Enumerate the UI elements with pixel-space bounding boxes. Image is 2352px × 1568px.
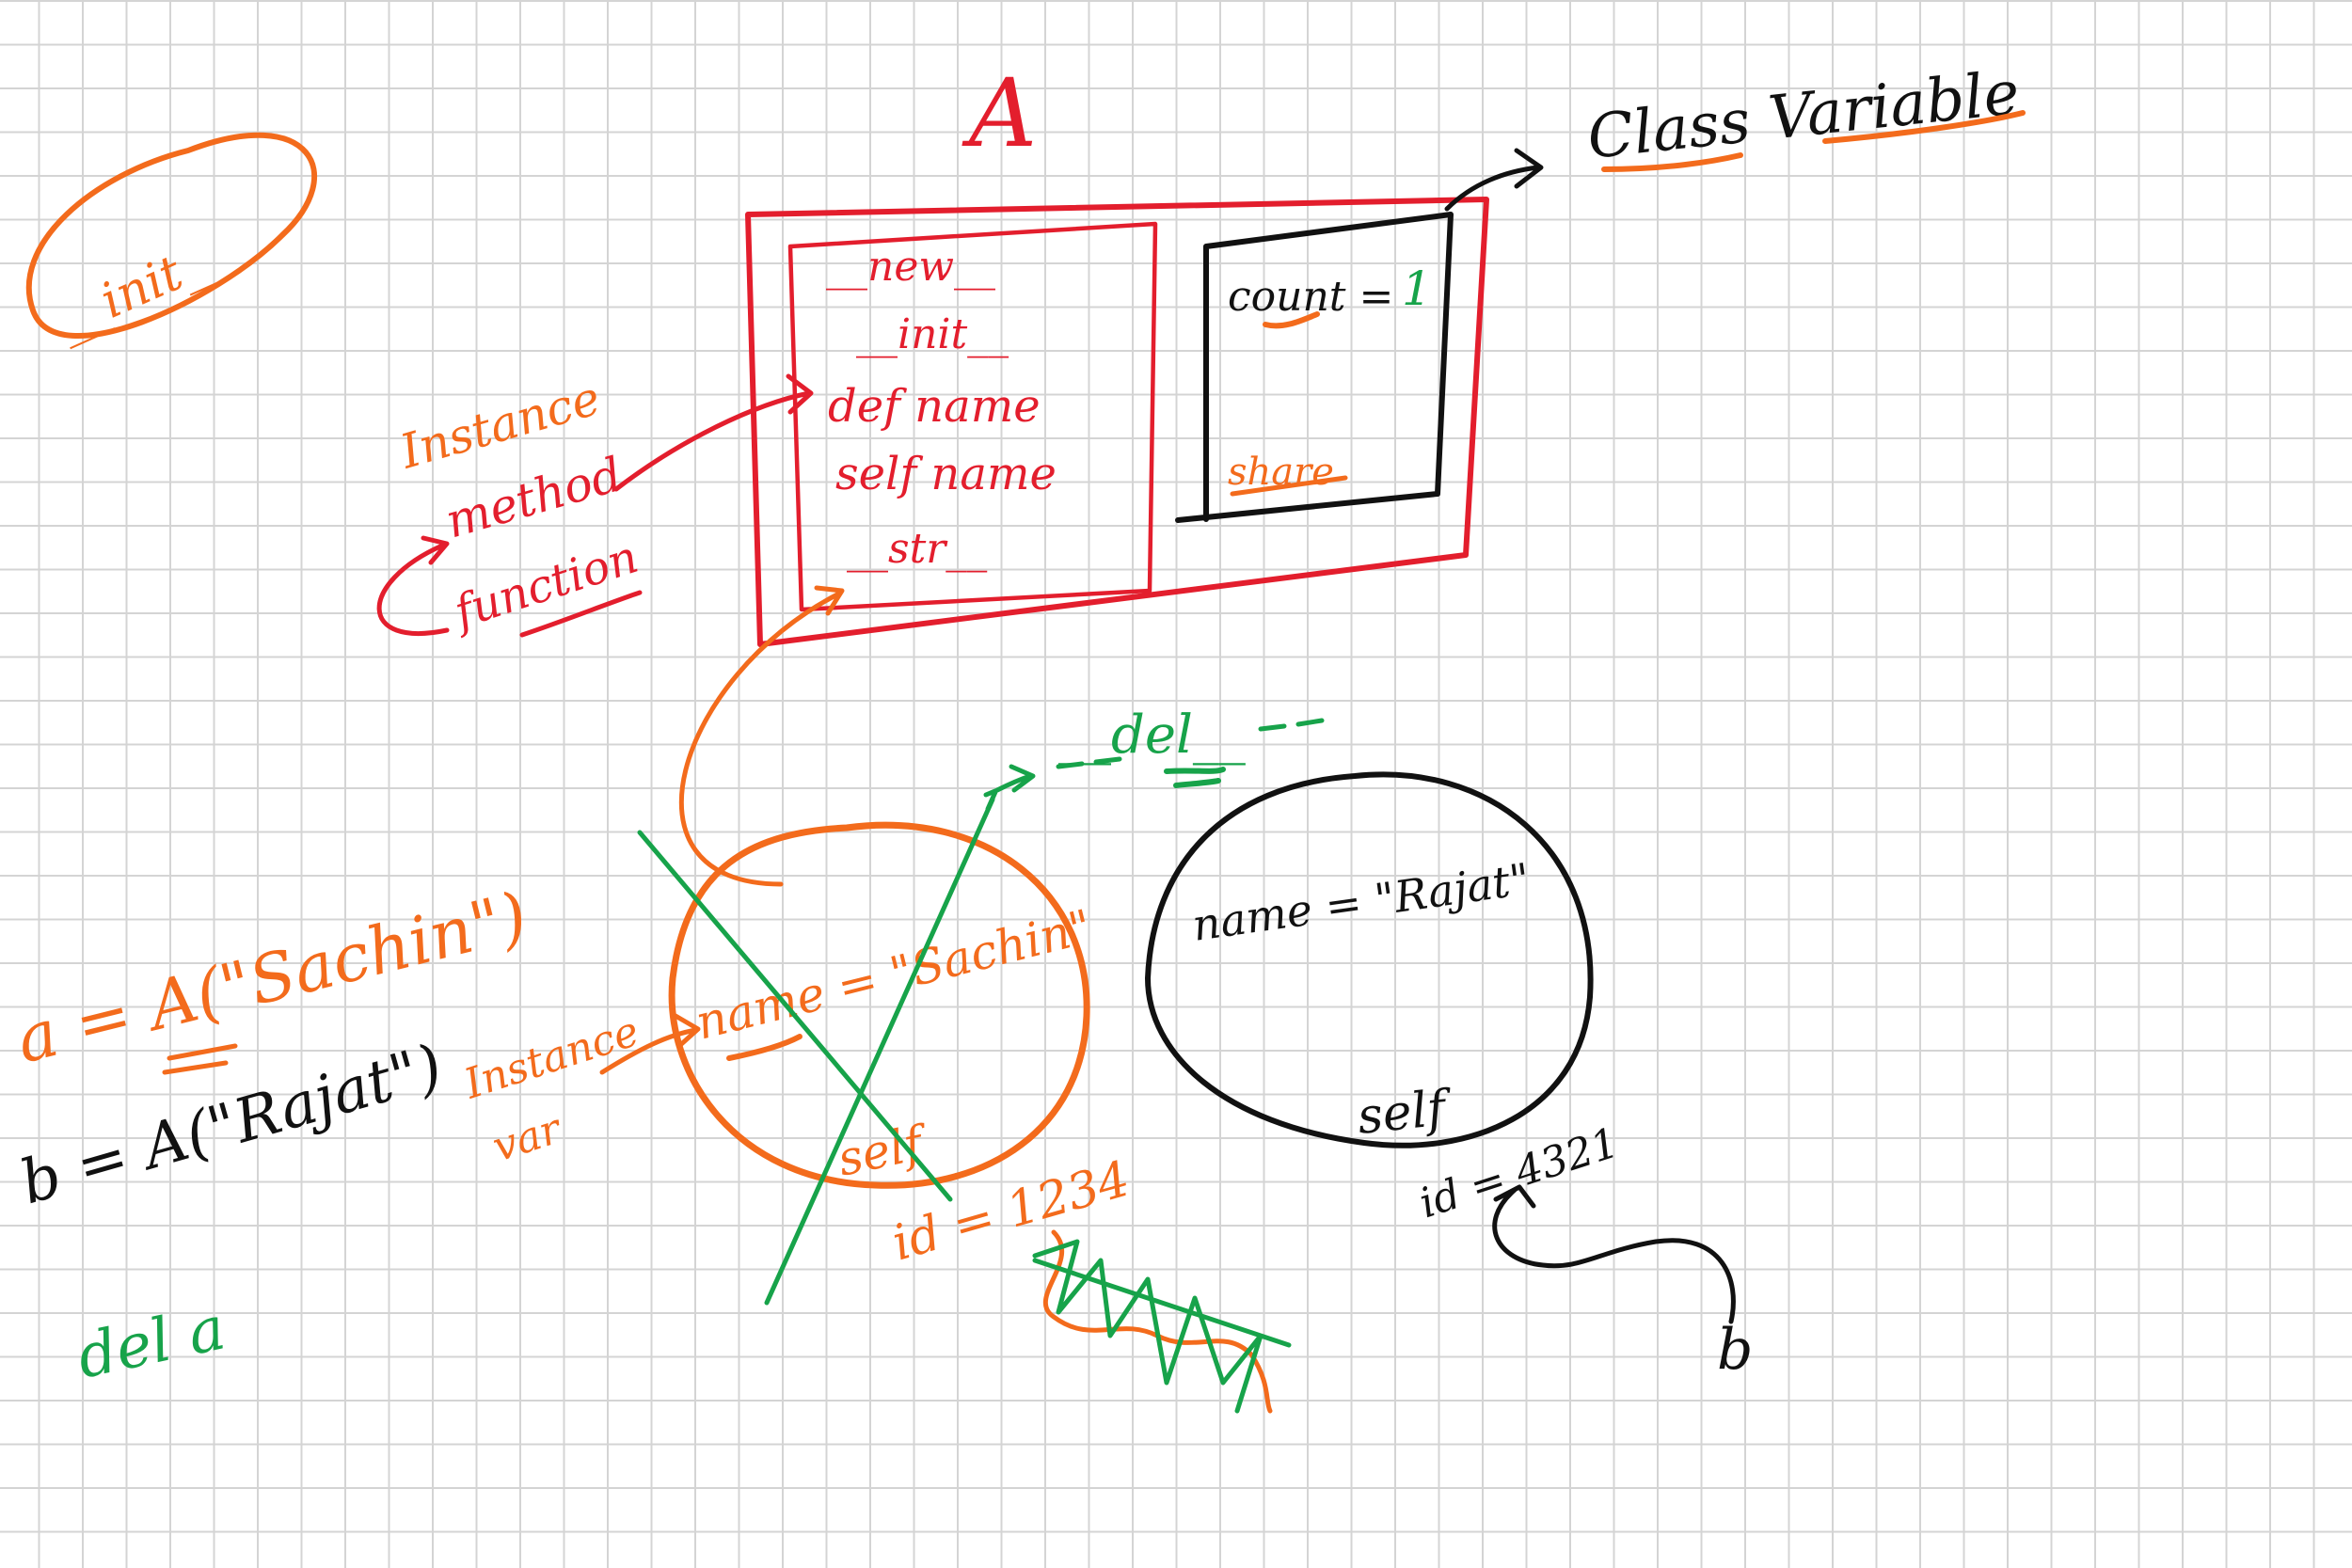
method-def-name: def name <box>828 380 1041 433</box>
cross-out-2 <box>764 797 995 1306</box>
del-call-dashes <box>1056 718 1325 769</box>
class-variable-annotation: Class Variable <box>1444 58 2026 212</box>
assign-a: a = A("Sachin") <box>8 877 534 1078</box>
del-dunder-label: __del__ <box>1058 705 1246 766</box>
method-to-class-arrow <box>613 373 814 492</box>
object-b-self: self <box>1355 1080 1455 1146</box>
object-a-circle <box>668 821 1090 1189</box>
share-underline <box>1230 475 1348 497</box>
object-b-circle <box>1145 771 1594 1148</box>
object-b-name: name = "Rajat" <box>1189 853 1533 951</box>
del-dunder-note: __del__ <box>1058 705 1246 788</box>
class-variable-label: Class Variable <box>1584 58 2023 173</box>
b-pointer-label: b <box>1717 1317 1753 1383</box>
function-underline <box>519 590 643 638</box>
method-str: __str__ <box>847 525 987 573</box>
count-value: 1 <box>1402 261 1432 316</box>
instance-var-line-1: Instance <box>458 1007 645 1109</box>
object-a-name-underline <box>726 1034 803 1061</box>
green-scribble <box>1032 1239 1292 1414</box>
del-call-arrow <box>983 764 1036 812</box>
class-underline <box>1601 152 1743 172</box>
method-self-name: self name <box>835 448 1057 500</box>
method-new: __new__ <box>826 243 995 291</box>
orange-squiggle <box>1042 1229 1273 1414</box>
variable-underline <box>1822 110 2026 144</box>
class-variable-arrow <box>1444 148 1544 212</box>
instance-var-arrow <box>599 1013 701 1075</box>
cross-out-1 <box>637 830 953 1202</box>
object-b: name = "Rajat" self id = 4321 b <box>1145 771 1753 1383</box>
init-bubble-ellipse <box>25 132 318 339</box>
assignments: a = A("Sachin") b = A("Rajat") del a <box>8 877 534 1392</box>
object-a-name: name = "Sachin" <box>691 899 1097 1051</box>
init-bubble: __init__ <box>25 132 318 350</box>
init-bubble-label: __init__ <box>48 225 235 350</box>
class-box-outline <box>745 197 1489 647</box>
method-init: __init__ <box>856 310 1009 358</box>
count-underline <box>1263 311 1320 329</box>
del-underline <box>1164 767 1226 788</box>
b-pointer-arrow <box>1492 1184 1736 1324</box>
instance-var-note: Instance var <box>458 1007 701 1172</box>
del-a-statement: del a <box>72 1293 231 1392</box>
count-assign: count = <box>1228 273 1393 321</box>
function-label: function <box>446 531 644 640</box>
instance-var-line-2: var <box>487 1104 569 1172</box>
class-var-box-outline <box>1175 212 1454 523</box>
loop-arrow <box>376 535 450 637</box>
methods-box-outline <box>787 221 1158 612</box>
class-name: A <box>961 58 1037 168</box>
scratched-pointer-a <box>1032 1229 1292 1414</box>
object-a-to-class-arrow <box>678 585 845 887</box>
class-a-box: A __new__ __init__ def name self name __… <box>745 58 1489 647</box>
instance-method-note: Instance method function <box>376 371 814 640</box>
assign-a-underline <box>162 1043 238 1075</box>
